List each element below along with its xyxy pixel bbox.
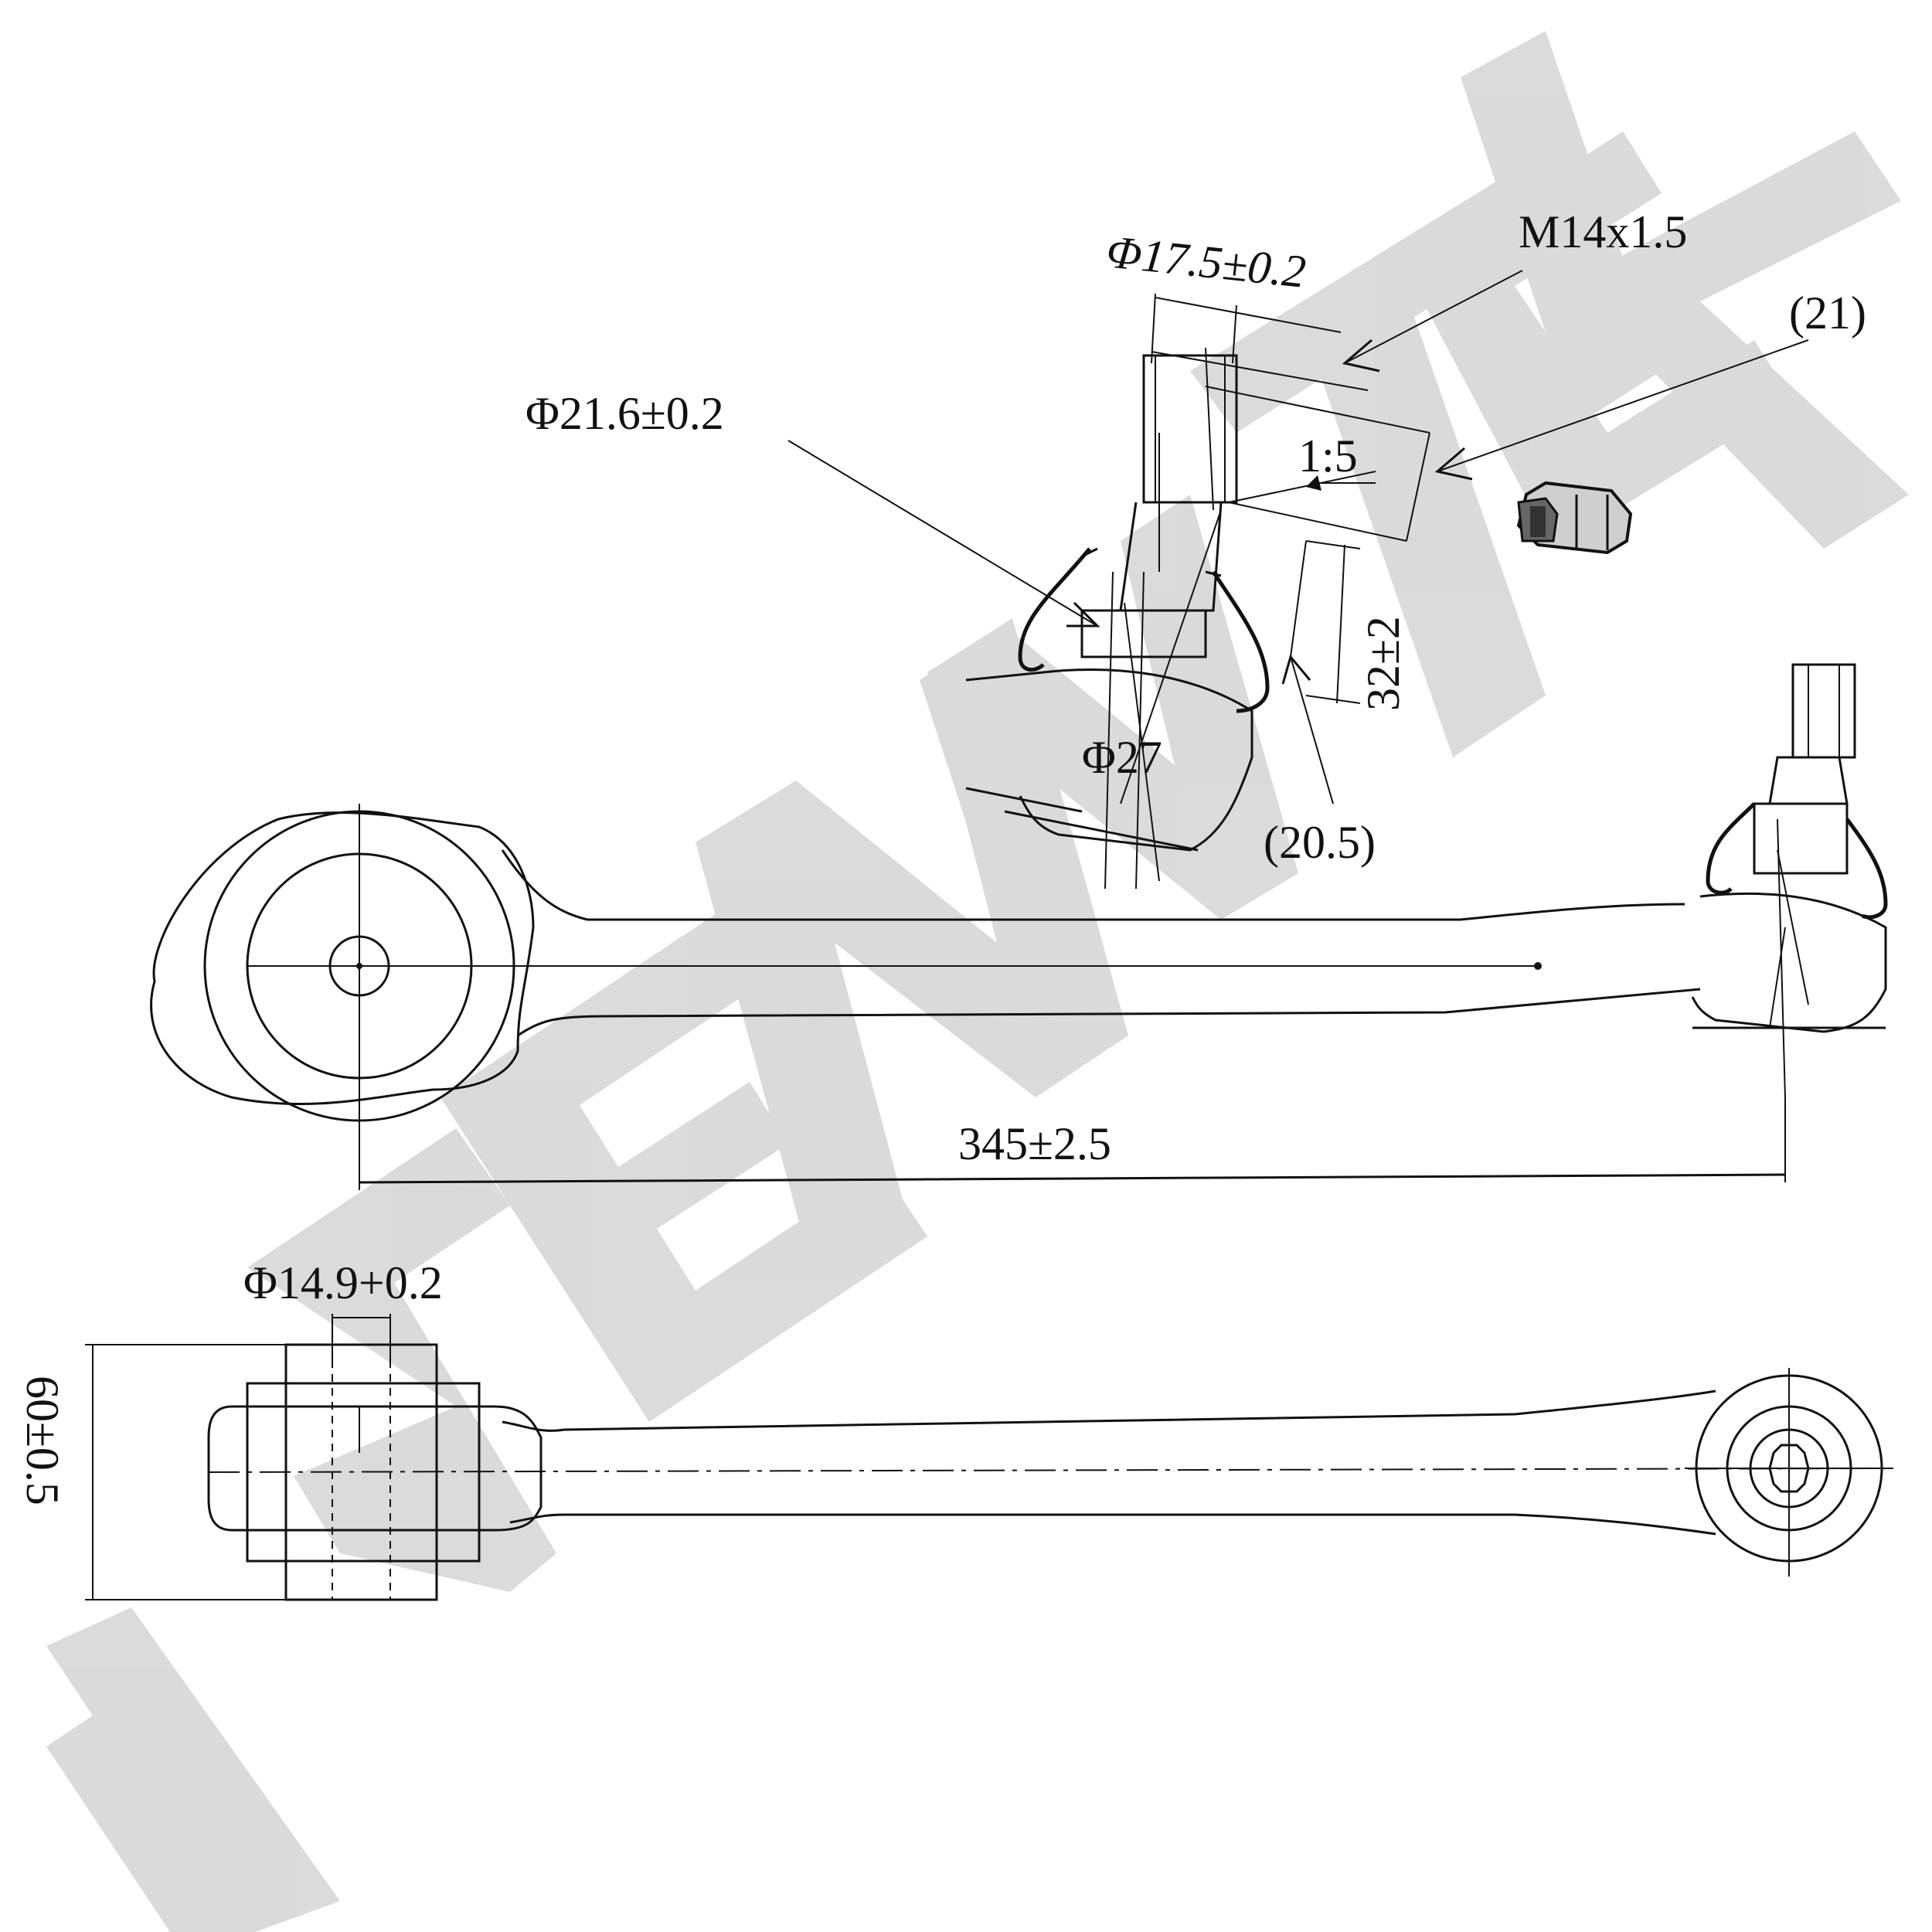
ball-joint-detail <box>965 347 1376 889</box>
arm-top-view <box>207 1343 1893 1601</box>
bushing-width-label: 60±0.5 <box>17 1376 68 1505</box>
thread-size-label: M14x1.5 <box>1519 206 1687 257</box>
boot-diameter-label: Φ21.6±0.2 <box>526 388 724 439</box>
hex-nut-icon <box>1516 481 1633 555</box>
dimension-lines-bottom <box>85 1314 391 1600</box>
dimension-lines-top <box>359 270 1809 1190</box>
taper-label: 1:5 <box>1298 430 1358 481</box>
offset-label: (20.5) <box>1264 817 1376 868</box>
stud-diameter-label: Φ17.5±0.2 <box>1104 226 1308 298</box>
height-label: 32±2 <box>1358 616 1409 711</box>
watermark-logo <box>46 31 1909 1932</box>
arm-side-view <box>150 804 1701 1182</box>
ball-joint-end <box>1691 663 1888 1098</box>
length-label: 345±2.5 <box>958 1118 1111 1169</box>
nut-size-label: (21) <box>1789 287 1866 338</box>
base-diameter-label: Φ27 <box>1082 732 1162 783</box>
bushing-bore-label: Φ14.9+0.2 <box>243 1257 443 1308</box>
